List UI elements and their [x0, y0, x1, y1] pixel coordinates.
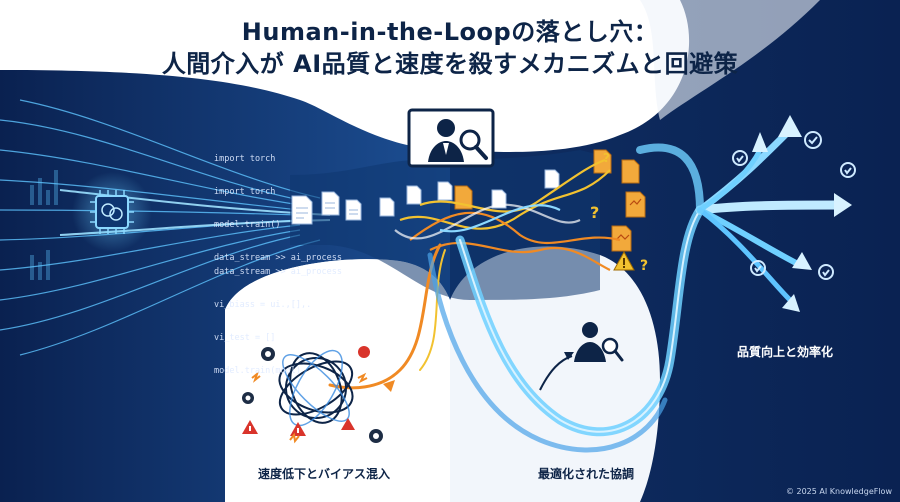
title-line-1: Human-in-the-Loopの落とし穴：	[241, 18, 659, 46]
human-reviewer-icon	[574, 322, 624, 362]
caption-optimized: 最適化された協調	[538, 467, 635, 481]
question-icon: ? ? ?	[590, 151, 648, 274]
code-line: data_stream >> ai_process	[214, 253, 342, 263]
code-line: model.train(mool)	[214, 366, 301, 376]
svg-text:?: ?	[590, 203, 599, 222]
code-line: model.train()	[214, 220, 281, 230]
data-flow-lines	[0, 99, 321, 356]
code-line: import torch	[214, 187, 276, 197]
title-line-2: 人間介入が AI品質と速度を殺すメカニズムと回避策	[161, 50, 739, 78]
warning-icon	[242, 346, 370, 436]
check-circle-icon	[732, 131, 856, 280]
code-snippet-top: import torch import torch model.train() …	[214, 132, 342, 286]
lower-loop-left	[328, 243, 442, 390]
document-icon	[291, 169, 560, 225]
svg-text:?: ?	[640, 258, 648, 274]
code-line: import torch	[214, 154, 276, 164]
code-line: vi_biass = ui.,[],.	[214, 300, 312, 310]
top-white-area	[0, 0, 690, 152]
code-line: vi_test = []	[214, 333, 276, 343]
caption-speed-bias: 速度低下とバイアス混入	[258, 467, 391, 481]
svg-text:?: ?	[603, 151, 610, 165]
output-arrows	[636, 126, 845, 303]
arrow-icon	[752, 115, 852, 312]
human-reviewer-icon	[407, 108, 495, 168]
caption-quality: 品質向上と効率化	[737, 345, 834, 359]
warning-icon	[613, 250, 635, 271]
copyright-text: © 2025 AI KnowledgeFlow	[785, 487, 892, 496]
code-line: data_stream >> ai_process	[214, 267, 342, 277]
broken-document-icon	[454, 149, 646, 252]
broken-gear-icon	[242, 347, 383, 443]
brain-chip-icon	[90, 190, 134, 234]
code-snippet-bottom: data_stream >> ai_process vi_biass = ui.…	[214, 245, 342, 399]
